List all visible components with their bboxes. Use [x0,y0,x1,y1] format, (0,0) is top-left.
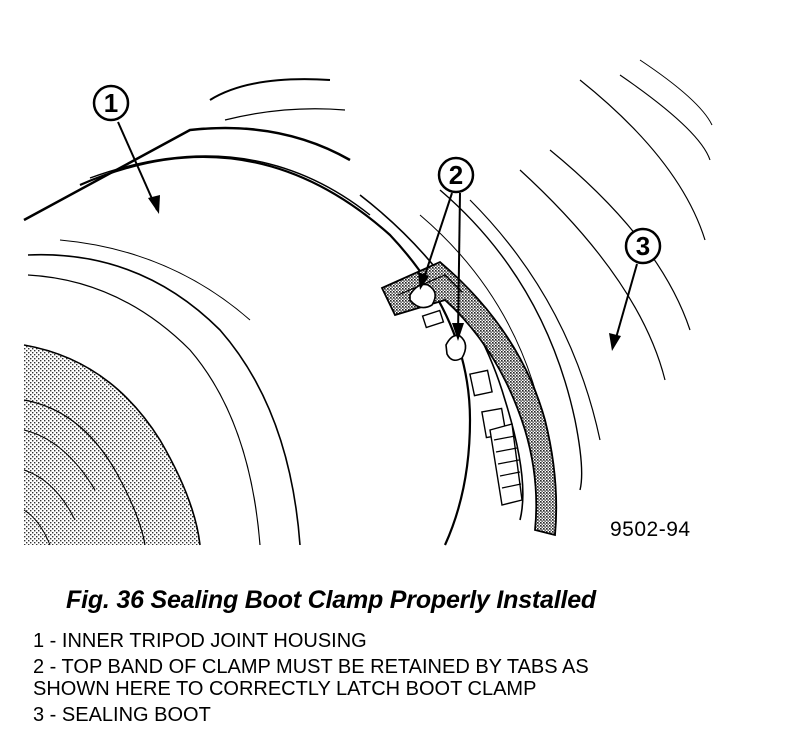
figure-caption: Fig. 36 Sealing Boot Clamp Properly Inst… [66,586,597,614]
legend: 1 - INNER TRIPOD JOINT HOUSING 2 - TOP B… [33,630,589,730]
clamp-illustration: 1 2 3 [23,59,713,546]
drawing-code: 9502-94 [610,518,691,541]
legend-item-3: 3 - SEALING BOOT [33,704,211,726]
callout-1-label: 1 [104,88,118,118]
callout-2: 2 [418,156,475,341]
legend-item-1: 1 - INNER TRIPOD JOINT HOUSING [33,630,367,652]
callout-3-label: 3 [636,231,650,261]
callout-2-label: 2 [449,160,463,190]
boot-clamp-band [380,260,558,537]
callout-1: 1 [92,84,160,214]
legend-item-2: 2 - TOP BAND OF CLAMP MUST BE RETAINED B… [33,656,589,700]
callout-3: 3 [609,227,662,351]
tripod-housing [23,78,472,546]
housing-cavity [23,344,201,546]
